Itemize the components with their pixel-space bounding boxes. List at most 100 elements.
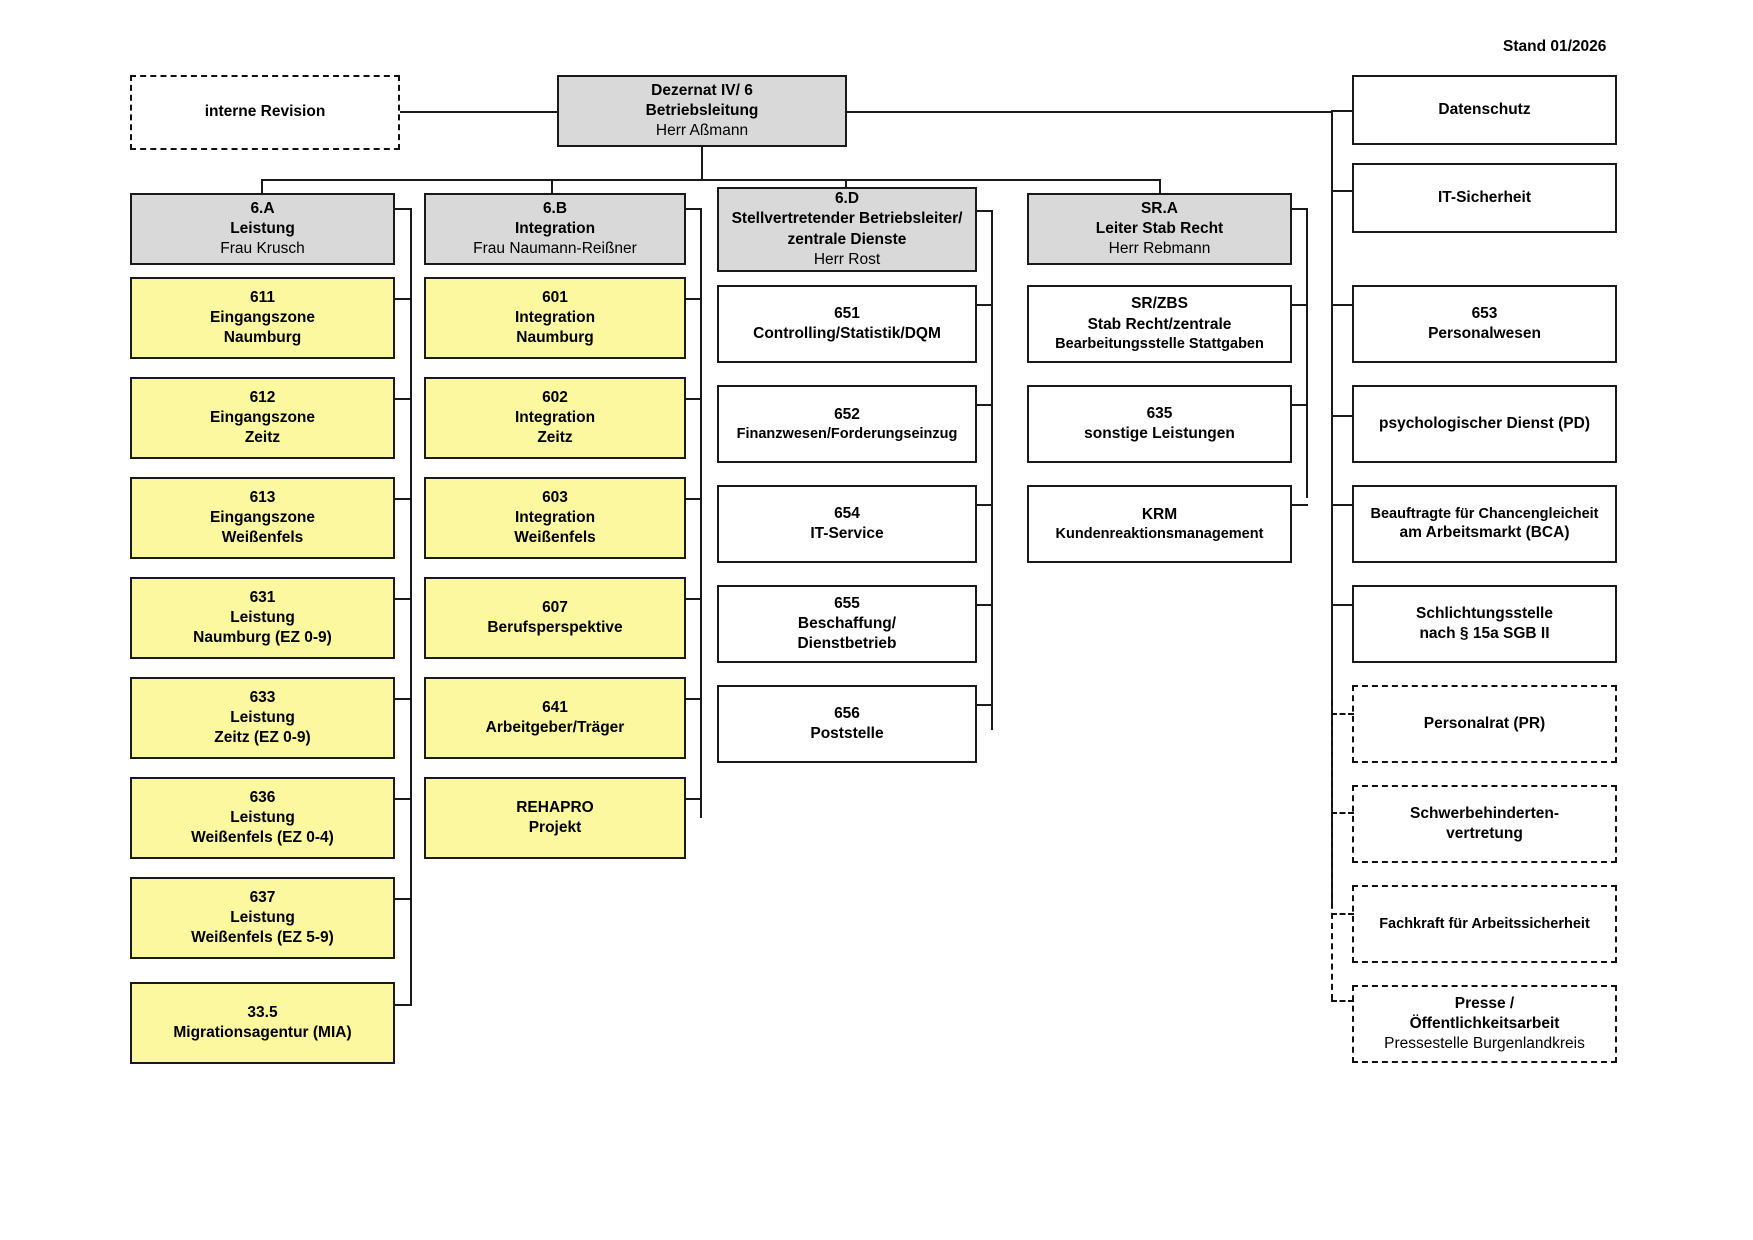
connector-602: [686, 398, 702, 400]
staff-personalrat[interactable]: Personalrat (PR): [1352, 685, 1617, 763]
connector-sr-zbs: [1292, 304, 1308, 306]
unit-613[interactable]: 613 Eingangszone Weißenfels: [130, 477, 395, 559]
staff-it-sicherheit[interactable]: IT-Sicherheit: [1352, 163, 1617, 233]
box-line: Kundenreaktionsmanagement: [1055, 525, 1264, 542]
connector-607: [686, 598, 702, 600]
box-line: Zeitz: [537, 429, 573, 447]
connector-head-right-spine: [847, 111, 1331, 113]
box-line: Personalwesen: [1428, 325, 1541, 342]
box-line: Weißenfels: [514, 529, 596, 547]
box-line: Naumburg (EZ 0-9): [193, 629, 332, 647]
box-line: Weißenfels (EZ 5-9): [191, 929, 334, 947]
connector-it-sicherheit: [1331, 190, 1354, 192]
box-line: Dienstbetrieb: [797, 635, 897, 653]
staff-schlichtungsstelle[interactable]: Schlichtungsstelle nach § 15a SGB II: [1352, 585, 1617, 663]
box-line: 613: [249, 488, 276, 506]
staff-schwerbehindertenvertretung[interactable]: Schwerbehinderten- vertretung: [1352, 785, 1617, 863]
box-dezernat-head[interactable]: Dezernat IV/ 6 Betriebsleitung Herr Aßma…: [557, 75, 847, 147]
unit-sr-zbs[interactable]: SR/ZBS Stab Recht/zentrale Bearbeitungss…: [1027, 285, 1292, 363]
box-line: 603: [542, 488, 568, 506]
box-line: Bearbeitungsstelle Stattgaben: [1055, 335, 1264, 352]
unit-633[interactable]: 633 Leistung Zeitz (EZ 0-9): [130, 677, 395, 759]
box-line: Fachkraft für Arbeitssicherheit: [1379, 915, 1590, 932]
dept-header-6d[interactable]: 6.D Stellvertretender Betriebsleiter/ ze…: [717, 187, 977, 272]
box-line: Leistung: [230, 608, 295, 626]
unit-631[interactable]: 631 Leistung Naumburg (EZ 0-9): [130, 577, 395, 659]
spine-staff-solid: [1331, 111, 1333, 906]
box-line: vertretung: [1446, 825, 1523, 842]
connector-636: [395, 798, 412, 800]
box-line: Arbeitgeber/Träger: [485, 719, 625, 736]
unit-637[interactable]: 637 Leistung Weißenfels (EZ 5-9): [130, 877, 395, 959]
unit-612[interactable]: 612 Eingangszone Zeitz: [130, 377, 395, 459]
box-line: Frau Naumann-Reißner: [473, 240, 637, 258]
staff-bca[interactable]: Beauftragte für Chancengleicheit am Arbe…: [1352, 485, 1617, 563]
box-line: Eingangszone: [209, 408, 316, 426]
box-line: 601: [542, 288, 568, 306]
connector-33-5: [395, 1004, 412, 1006]
connector-654: [977, 504, 993, 506]
box-line: Dezernat IV/ 6: [651, 81, 753, 99]
box-line: Naumburg: [223, 329, 302, 347]
unit-601[interactable]: 601 Integration Naumburg: [424, 277, 686, 359]
connector-main-bus: [261, 179, 1161, 181]
box-line: Beauftragte für Chancengleicheit: [1370, 505, 1599, 522]
box-line: Migrationsagentur (MIA): [173, 1024, 352, 1041]
box-line: Datenschutz: [1438, 100, 1531, 118]
unit-636[interactable]: 636 Leistung Weißenfels (EZ 0-4): [130, 777, 395, 859]
box-line: IT-Service: [810, 525, 884, 542]
staff-fachkraft-arbeitssicherheit[interactable]: Fachkraft für Arbeitssicherheit: [1352, 885, 1617, 963]
staff-psychologischer-dienst[interactable]: psychologischer Dienst (PD): [1352, 385, 1617, 463]
connector-612: [395, 398, 412, 400]
box-line: 6.A: [250, 199, 275, 217]
unit-611[interactable]: 611 Eingangszone Naumburg: [130, 277, 395, 359]
staff-presse[interactable]: Presse / Öffentlichkeitsarbeit Presseste…: [1352, 985, 1617, 1063]
unit-655[interactable]: 655 Beschaffung/ Dienstbetrieb: [717, 585, 977, 663]
box-interne-revision[interactable]: interne Revision: [130, 75, 400, 150]
connector-635: [1292, 404, 1308, 406]
connector-krm: [1292, 504, 1308, 506]
box-line: IT-Sicherheit: [1437, 188, 1532, 206]
connector-603: [686, 498, 702, 500]
box-line: 656: [834, 704, 860, 722]
unit-603[interactable]: 603 Integration Weißenfels: [424, 477, 686, 559]
box-line: REHAPRO: [516, 798, 594, 816]
box-line: psychologischer Dienst (PD): [1378, 414, 1590, 432]
box-line: Öffentlichkeitsarbeit: [1409, 1014, 1560, 1032]
box-line: Berufsperspektive: [487, 619, 623, 636]
box-line: Schwerbehinderten-: [1410, 804, 1559, 822]
box-line: 635: [1146, 404, 1173, 422]
connector-641: [686, 698, 702, 700]
unit-654[interactable]: 654 IT-Service: [717, 485, 977, 563]
box-line: Schlichtungsstelle: [1416, 604, 1553, 622]
unit-607[interactable]: 607 Berufsperspektive: [424, 577, 686, 659]
box-line: interne Revision: [204, 103, 326, 121]
connector-633: [395, 698, 412, 700]
spine-6b: [700, 208, 702, 818]
connector-drop-6b: [551, 179, 553, 193]
unit-33-5[interactable]: 33.5 Migrationsagentur (MIA): [130, 982, 395, 1064]
unit-602[interactable]: 602 Integration Zeitz: [424, 377, 686, 459]
unit-krm[interactable]: KRM Kundenreaktionsmanagement: [1027, 485, 1292, 563]
staff-653-personalwesen[interactable]: 653 Personalwesen: [1352, 285, 1617, 363]
dept-header-6a[interactable]: 6.A Leistung Frau Krusch: [130, 193, 395, 265]
unit-641[interactable]: 641 Arbeitgeber/Träger: [424, 677, 686, 759]
unit-656[interactable]: 656 Poststelle: [717, 685, 977, 763]
box-line: 633: [249, 688, 276, 706]
box-line: Leistung: [230, 808, 295, 826]
staff-datenschutz[interactable]: Datenschutz: [1352, 75, 1617, 145]
box-line: Betriebsleitung: [645, 101, 759, 119]
unit-635[interactable]: 635 sonstige Leistungen: [1027, 385, 1292, 463]
dept-header-sra[interactable]: SR.A Leiter Stab Recht Herr Rebmann: [1027, 193, 1292, 265]
connector-652: [977, 404, 993, 406]
connector-sra-header: [1292, 208, 1308, 210]
connector-schlichtungsstelle: [1331, 604, 1354, 606]
box-line: Integration: [514, 219, 596, 237]
box-line: 631: [249, 588, 276, 606]
box-line: zentrale Dienste: [787, 230, 907, 248]
unit-rehapro[interactable]: REHAPRO Projekt: [424, 777, 686, 859]
unit-651[interactable]: 651 Controlling/Statistik/DQM: [717, 285, 977, 363]
unit-652[interactable]: 652 Finanzwesen/Forderungseinzug: [717, 385, 977, 463]
dept-header-6b[interactable]: 6.B Integration Frau Naumann-Reißner: [424, 193, 686, 265]
